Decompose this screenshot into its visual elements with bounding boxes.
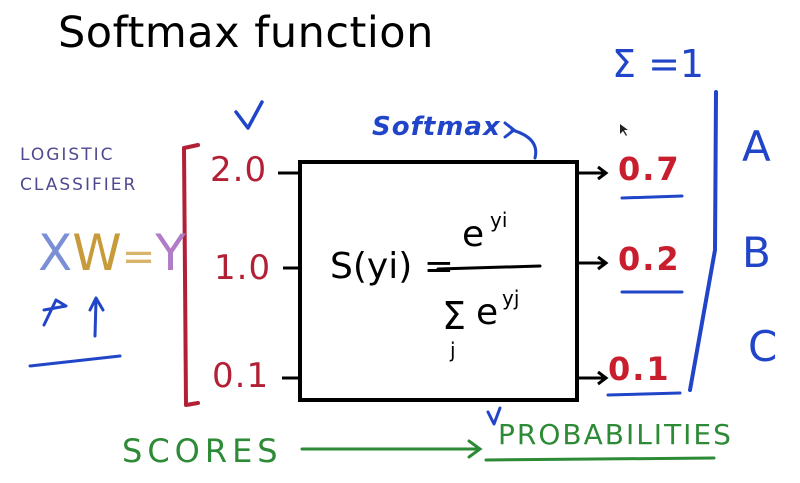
xwy-x: X xyxy=(38,224,73,282)
output-arrowhead-2 xyxy=(597,255,609,271)
xwy-y: Y xyxy=(155,224,186,282)
xw-underline xyxy=(28,354,122,368)
fraction-bar xyxy=(436,264,542,271)
probs-label-underline xyxy=(484,456,716,462)
xw-equals-y: XW=Y xyxy=(38,224,186,282)
xwy-w: W xyxy=(72,224,122,282)
scores-bracket xyxy=(182,143,200,407)
scores-to-probs-arrowhead xyxy=(467,439,483,459)
formula-denominator-index: j xyxy=(450,338,456,362)
mouse-cursor-icon xyxy=(620,124,628,136)
class-b: B xyxy=(742,228,771,277)
xw-arrow-left xyxy=(42,298,68,327)
logistic-label-line2: CLASSIFIER xyxy=(20,175,138,195)
prob-underline-3 xyxy=(606,391,682,397)
logistic-label-line1: LOGISTIC xyxy=(20,145,115,165)
probs-bracket xyxy=(688,90,718,392)
softmax-label: Softmax xyxy=(372,112,501,142)
xw-arrow-right xyxy=(88,296,105,338)
formula-lhs: S(yi) = xyxy=(330,246,454,287)
probability-2: 0.2 xyxy=(618,240,681,278)
output-arrowhead-3 xyxy=(597,370,609,386)
sum-equals-one: Σ =1 xyxy=(612,42,705,86)
probabilities-label: PROBABILITIES xyxy=(498,418,733,451)
score-3: 0.1 xyxy=(212,356,270,396)
logistic-classifier-label: LOGISTIC CLASSIFIER xyxy=(20,140,137,200)
softmax-arrowhead xyxy=(503,121,517,139)
prob-underline-1 xyxy=(620,194,684,200)
output-arrowhead-1 xyxy=(597,165,609,181)
formula-denominator-base: e xyxy=(476,292,499,333)
pointer-mark-top xyxy=(234,100,264,130)
score-1: 2.0 xyxy=(210,150,268,190)
scores-label: SCORES xyxy=(122,432,283,470)
softmax-arrow-curve xyxy=(510,128,538,160)
formula-numerator-base: e xyxy=(462,214,485,255)
formula-numerator-exp: yi xyxy=(490,208,508,232)
pointer-mark-bottom xyxy=(486,406,502,426)
score-2: 1.0 xyxy=(214,248,272,288)
probability-3: 0.1 xyxy=(608,350,671,388)
formula-denominator-exp: yj xyxy=(502,286,520,310)
formula-denominator-sigma: Σ xyxy=(442,294,467,338)
softmax-box xyxy=(298,160,579,402)
probability-1: 0.7 xyxy=(618,150,681,188)
class-a: A xyxy=(742,122,771,171)
slide-title: Softmax function xyxy=(58,8,434,58)
xwy-eq: = xyxy=(121,234,156,280)
class-c: C xyxy=(748,322,778,371)
